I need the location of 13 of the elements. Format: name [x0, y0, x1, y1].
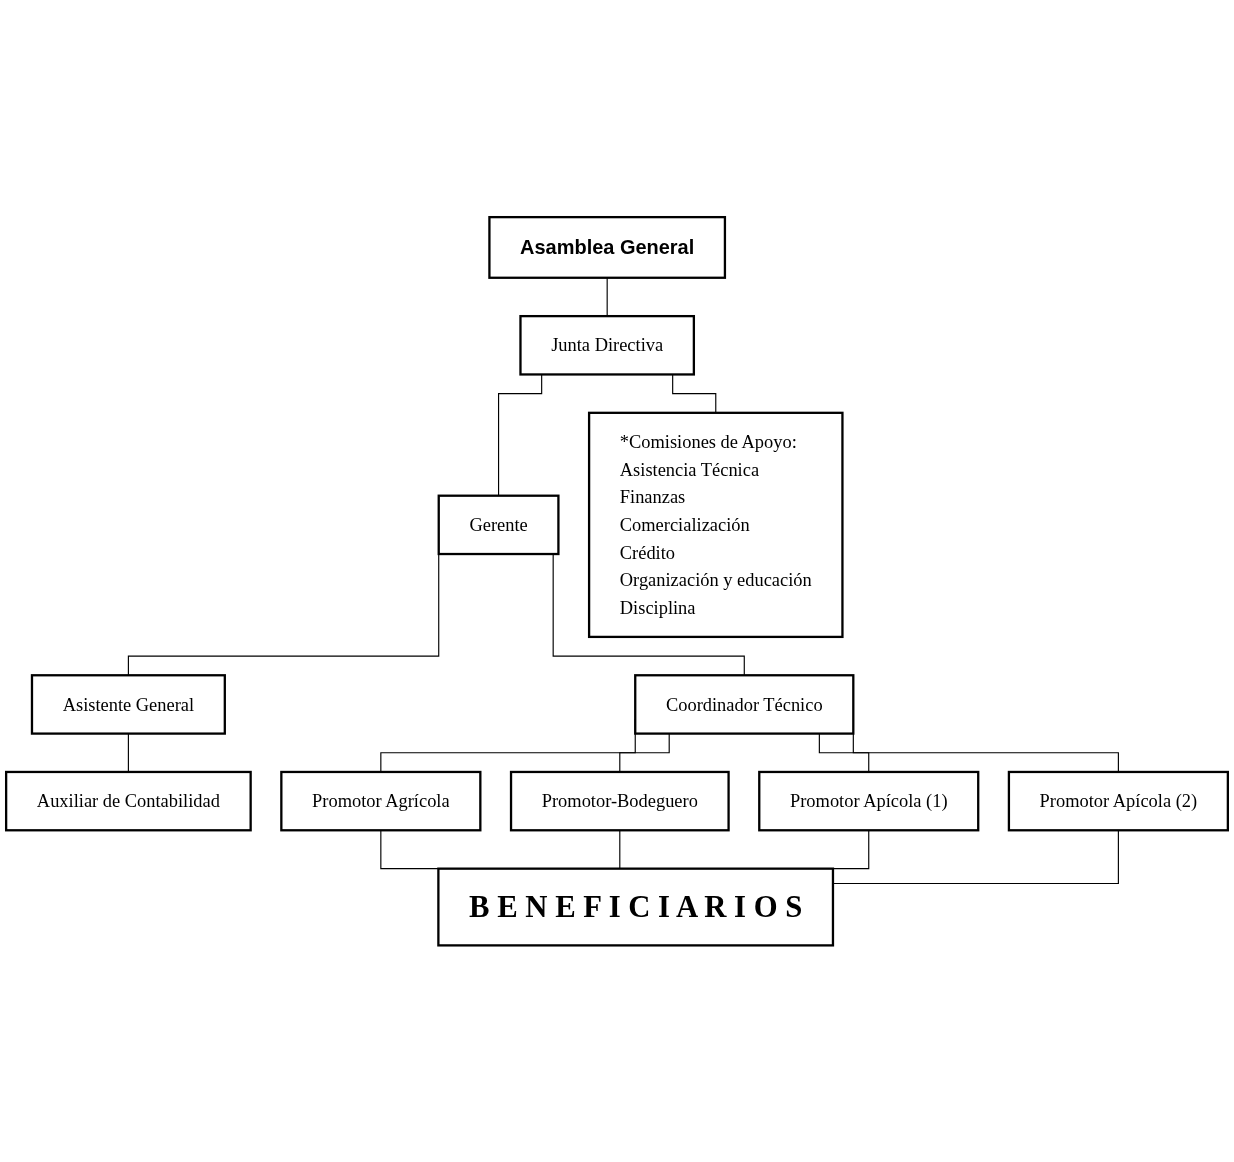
node-box: Promotor Agrícola: [280, 770, 482, 832]
node-box: Junta Directiva: [519, 314, 695, 376]
node-box: Promotor Apícola (2): [1007, 770, 1229, 832]
node-box: Promotor-Bodeguero: [509, 770, 730, 832]
node-box: Auxiliar de Contabilidad: [5, 770, 252, 832]
node-box: Promotor Apícola (1): [758, 770, 980, 832]
node-box: *Comisiones de Apoyo: Asistencia Técnica Finanzas Comercialización Crédito Organización y educación Disciplina: [587, 411, 844, 638]
node-box: Gerente: [437, 494, 560, 555]
node-box: Coordinador Técnico: [634, 673, 855, 735]
node-box: Asistente General: [30, 673, 226, 735]
node-box: B E N E F I C I A R I O S: [437, 867, 835, 947]
node-box: Asamblea General: [488, 215, 727, 279]
connector: [552, 553, 745, 676]
